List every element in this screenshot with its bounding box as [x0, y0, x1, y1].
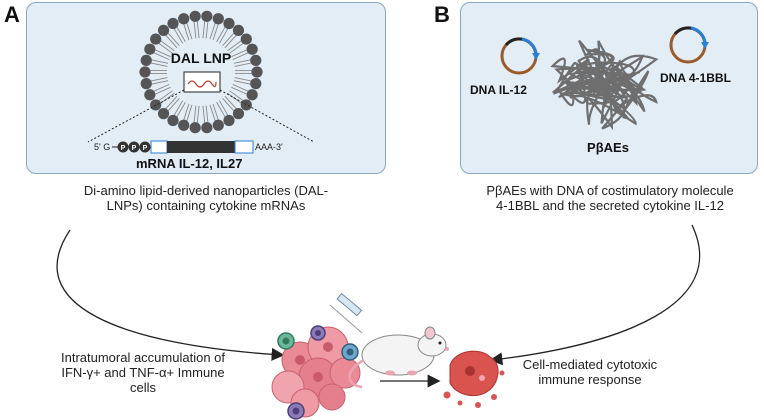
zoom-line-left — [87, 89, 185, 143]
panel-a-caption: Di-amino lipid-derived nanoparticles (DA… — [28, 183, 384, 213]
zoom-line-right — [219, 89, 315, 143]
syringe-icon — [329, 292, 363, 334]
lipid-bilayer — [139, 10, 263, 134]
mouse-icon — [348, 326, 449, 389]
panel-a-caption-line: Di-amino lipid-derived nanoparticles (DA… — [83, 183, 329, 198]
arrow-from-panel-b — [489, 224, 701, 366]
phosphate-label: P — [132, 145, 137, 152]
phosphate-icon — [128, 141, 140, 153]
intratumoral-accumulation-text: Intratumoral accumulation of IFN-γ+ and … — [38, 350, 248, 395]
utr-3-box — [234, 140, 254, 154]
phosphate-icon — [117, 141, 129, 153]
plasmid-arrow-icon — [701, 42, 709, 49]
five-prime-label: 5' G — [94, 142, 110, 152]
panel-a-caption-line: LNPs) containing cytokine mRNAs — [106, 198, 306, 213]
coding-region-box — [167, 141, 235, 153]
plasmid-4-1bbl-gene — [690, 26, 707, 44]
outcome-illustration — [56, 224, 701, 420]
immune-cell-icon — [310, 325, 326, 341]
mrna-strand-icon — [187, 80, 217, 88]
phosphate-label: P — [121, 145, 126, 152]
immune-cell-icon — [287, 402, 305, 420]
intratumoral-line: cells — [129, 380, 156, 395]
pbae-polymer-tangle — [550, 39, 659, 131]
panel-b-caption-line: 4-1BBL and the secreted cytokine IL-12 — [496, 198, 724, 213]
dal-lnp-illustration: DAL LNP 5' G P P P AAA-3' mRNA IL-12, IL… — [87, 10, 315, 171]
plasmid-il12-gene — [521, 37, 538, 55]
lnp-label: DAL LNP — [171, 50, 231, 66]
plasmid-arrow-icon — [532, 53, 540, 60]
panel-letter-b: B — [434, 2, 450, 27]
phosphate-label: P — [143, 145, 148, 152]
panel-b-caption: PβAEs with DNA of costimulatory molecule… — [460, 183, 760, 213]
immune-cell-icon — [341, 343, 359, 361]
intratumoral-line: Intratumoral accumulation of — [60, 350, 226, 365]
pbae-label: PβAEs — [587, 140, 629, 155]
cytotoxic-line: immune response — [538, 372, 642, 387]
panel-b-caption-line: PβAEs with DNA of costimulatory molecule — [486, 183, 734, 198]
mrna-label: mRNA IL-12, IL27 — [136, 156, 242, 171]
cytotoxic-response-text: Cell-mediated cytotoxic immune response — [500, 357, 680, 387]
plasmid-il12-label: DNA IL-12 — [470, 83, 527, 97]
dying-tumor-cell-icon — [443, 350, 505, 408]
immune-cell-icon — [277, 332, 295, 350]
mrna-cargo-box — [183, 71, 221, 93]
utr-5-box — [150, 140, 168, 154]
arrow-from-panel-a — [56, 229, 285, 361]
plasmid-4-1bbl-label: DNA 4-1BBL — [660, 71, 731, 85]
phosphate-icon — [139, 141, 151, 153]
panel-letter-a: A — [4, 2, 20, 27]
three-prime-label: AAA-3' — [255, 142, 283, 152]
intratumoral-line: IFN-γ+ and TNF-α+ Immune — [61, 365, 225, 380]
cytotoxic-line: Cell-mediated cytotoxic — [522, 357, 658, 372]
pbae-illustration: DNA IL-12 DNA 4-1BBL PβAEs — [470, 26, 731, 155]
